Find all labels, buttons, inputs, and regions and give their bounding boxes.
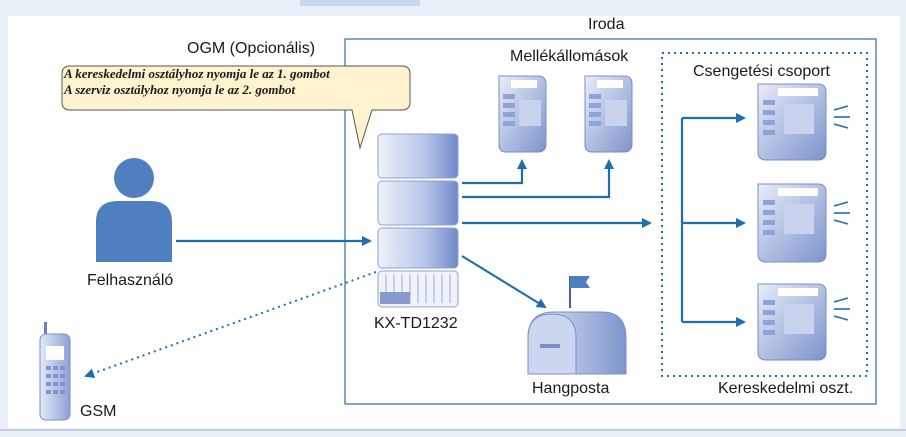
ogm-line-1: A kereskedelmi osztályhoz nyomja le az 1…	[64, 66, 330, 81]
arrow-pbx-to-extension-1	[462, 159, 527, 185]
user-person-icon	[96, 158, 172, 262]
ring-group-phone-icon	[757, 83, 850, 161]
ring-group-branches	[680, 113, 746, 327]
arrow-pbx-to-extension-2	[462, 159, 614, 199]
ring-group-phone-icon	[757, 183, 850, 263]
extension-phone-icon	[498, 75, 547, 153]
ogm-message: A kereskedelmi osztályhoz nyomja le az 1…	[64, 66, 404, 108]
sales-dept-label: Kereskedelmi oszt.	[718, 380, 854, 397]
ogm-line-2: A szerviz osztályhoz nyomja le az 2. gom…	[64, 82, 296, 97]
voicemail-label: Hangposta	[532, 380, 610, 397]
ring-group-frame	[661, 52, 868, 377]
extension-phone-icon	[584, 75, 633, 153]
ring-group-label: Csengetési csoport	[693, 63, 830, 80]
pbx-label: KX-TD1232	[374, 315, 458, 332]
ogm-speech-bubble	[61, 65, 411, 150]
top-strip	[300, 0, 420, 6]
gsm-phone-icon	[39, 322, 71, 421]
office-frame	[344, 38, 877, 405]
extensions-label: Mellékállomások	[510, 48, 629, 65]
office-label: Iroda	[588, 16, 625, 33]
pbx-unit-icon	[377, 133, 459, 308]
ogm-label: OGM (Opcionális)	[187, 40, 316, 57]
arrow-pbx-to-voicemail	[461, 255, 547, 309]
gsm-label: GSM	[80, 403, 117, 420]
ring-group-phone-icon	[757, 283, 850, 361]
mailbox-icon	[527, 276, 627, 375]
user-label: Felhasználó	[87, 272, 174, 289]
